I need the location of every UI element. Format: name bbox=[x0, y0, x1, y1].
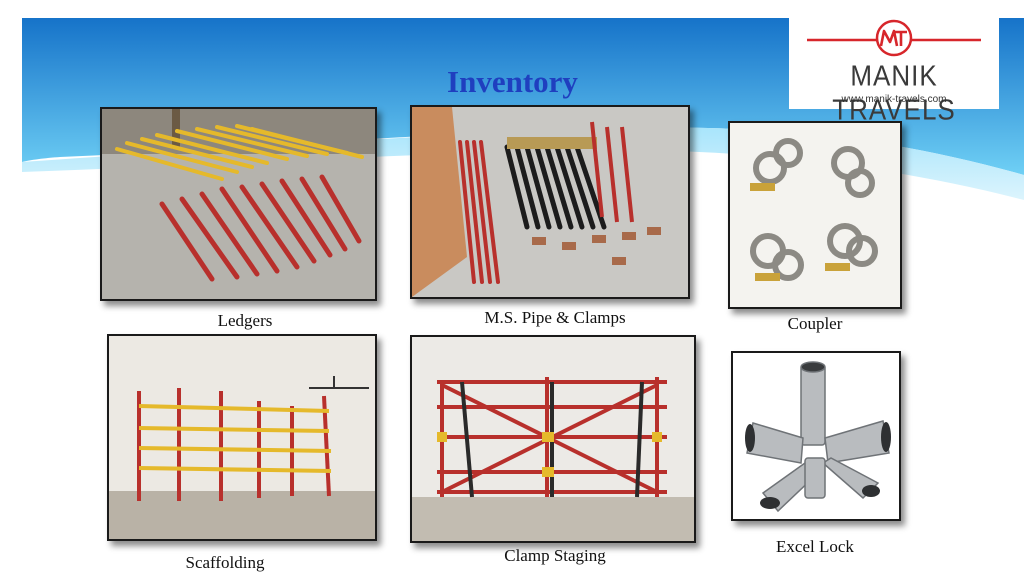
caption-clamp-staging: Clamp Staging bbox=[504, 546, 606, 565]
caption-coupler: Coupler bbox=[787, 314, 843, 333]
caption-ledgers: Ledgers bbox=[217, 311, 273, 330]
photo-clamp-staging bbox=[410, 335, 696, 543]
caption-ms-pipe-clamps: M.S. Pipe & Clamps bbox=[484, 308, 626, 327]
logo-name: MANIK TRAVELS bbox=[832, 58, 956, 126]
mt-monogram-icon bbox=[807, 19, 981, 57]
company-logo: MANIK TRAVELS www.manik-travels.com bbox=[789, 18, 999, 126]
photo-scaffolding bbox=[107, 334, 377, 541]
photo-ledgers bbox=[100, 107, 377, 301]
caption-scaffolding: Scaffolding bbox=[185, 553, 265, 572]
caption-excel-lock: Excel Lock bbox=[776, 537, 854, 556]
photo-excel-lock bbox=[731, 351, 901, 521]
photo-ms-pipe-clamps bbox=[410, 105, 690, 299]
photo-coupler bbox=[728, 121, 902, 309]
slide-title: Inventory bbox=[447, 64, 578, 99]
logo-url: www.manik-travels.com bbox=[841, 94, 947, 105]
